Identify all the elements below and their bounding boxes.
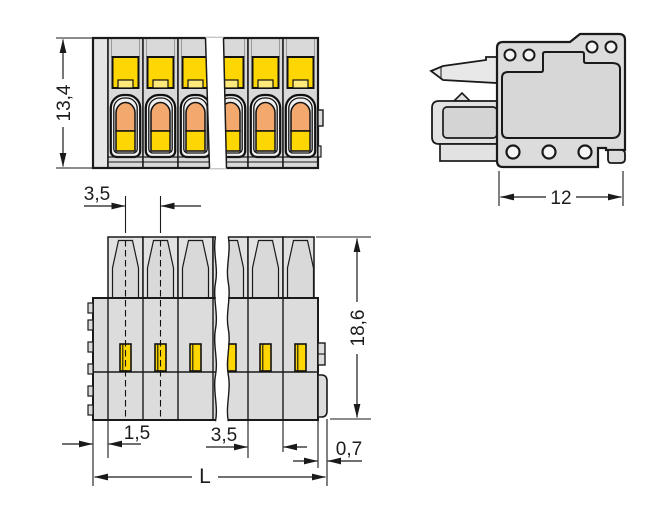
dim-side-depth-label: 12 xyxy=(550,188,571,209)
dim-front-height: 13,4 xyxy=(52,37,92,169)
dim-pole-width-label: 3,5 xyxy=(211,425,237,446)
solder-pin-slot xyxy=(154,343,167,372)
dim-overall-height-label: 18,6 xyxy=(348,310,369,347)
dim-end-wall: 1,5 xyxy=(62,421,150,486)
dim-pole-pitch: 3,5 xyxy=(84,184,201,233)
pin-shroud xyxy=(177,236,214,299)
dim-overall-length: L xyxy=(94,465,326,488)
pin-shroud xyxy=(282,236,319,299)
dim-pin-edge-offset-label: 0,7 xyxy=(336,439,362,460)
pole xyxy=(246,36,285,170)
dim-pole-pitch-label: 3,5 xyxy=(84,184,110,205)
mounting-hole xyxy=(585,40,599,54)
dim-side-depth: 12 xyxy=(498,171,624,209)
mounting-hole xyxy=(604,40,618,54)
front-view xyxy=(91,36,324,170)
mounting-hole xyxy=(541,144,557,160)
pole xyxy=(106,36,145,170)
solder-pin-slot xyxy=(189,343,202,372)
side-bump xyxy=(317,374,328,418)
housing-recess xyxy=(501,51,621,139)
pole xyxy=(141,36,180,170)
break-gap xyxy=(205,37,227,169)
bottom-view xyxy=(87,235,328,422)
mounting-hole xyxy=(577,144,593,160)
end-plate xyxy=(92,37,109,169)
solder-pin-slot xyxy=(259,343,272,372)
solder-pin-slot xyxy=(294,343,307,372)
dim-end-wall-label: 1,5 xyxy=(124,423,150,444)
dim-pin-edge-offset: 0,7 xyxy=(293,419,362,486)
dim-pole-width: 3,5 xyxy=(206,421,307,458)
mounting-hole xyxy=(522,48,536,62)
mounting-hole xyxy=(505,144,521,160)
break-gap xyxy=(215,235,229,422)
rail-foot xyxy=(607,149,626,164)
dim-overall-height: 18,6 xyxy=(316,236,371,420)
locking-lever xyxy=(429,56,498,84)
pin-shroud xyxy=(247,236,284,299)
dim-front-height-label: 13,4 xyxy=(54,84,75,121)
mounting-hole xyxy=(503,48,517,62)
solder-pin-slot xyxy=(119,343,132,372)
pole xyxy=(281,36,320,170)
side-latch-tab xyxy=(317,109,324,127)
latch-hook xyxy=(452,91,472,102)
side-view xyxy=(429,32,627,169)
dim-overall-length-label: L xyxy=(199,465,211,488)
